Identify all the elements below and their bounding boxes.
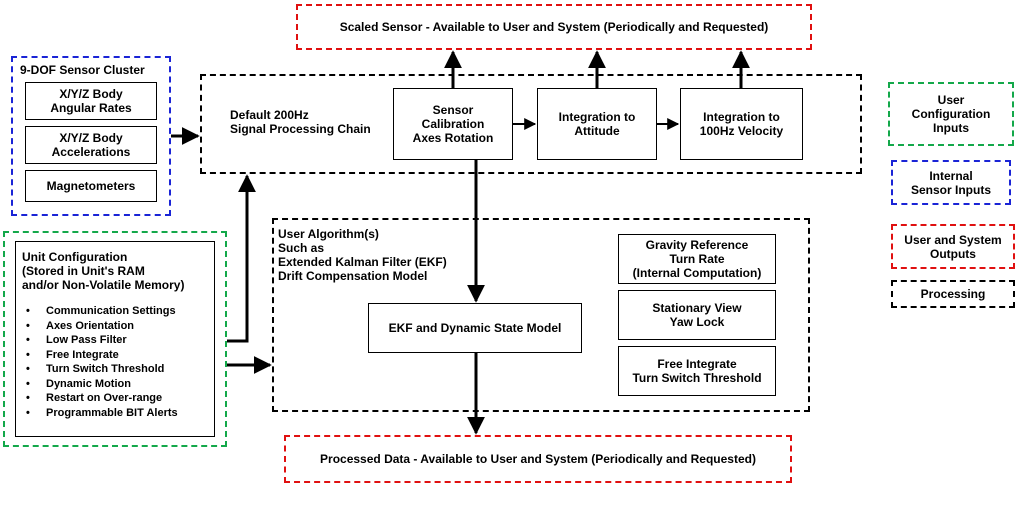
integration-velocity-block: Integration to 100Hz Velocity: [680, 88, 803, 160]
list-item: Axes Orientation: [22, 319, 210, 334]
unit-configuration-group: [3, 231, 227, 447]
ekf-state-model-block: EKF and Dynamic State Model: [368, 303, 582, 353]
list-item: Communication Settings: [22, 304, 210, 319]
processing-chain-label: Default 200Hz Signal Processing Chain: [230, 108, 371, 136]
signal-processing-chain: [200, 74, 862, 174]
processed-data-output: Processed Data - Available to User and S…: [284, 435, 792, 483]
list-item: Turn Switch Threshold: [22, 362, 210, 377]
angular-rates-block: X/Y/Z Body Angular Rates: [25, 82, 157, 120]
unit-configuration-title: Unit Configuration (Stored in Unit's RAM…: [22, 250, 185, 292]
list-item: Dynamic Motion: [22, 377, 210, 392]
accelerations-block: X/Y/Z Body Accelerations: [25, 126, 157, 164]
gravity-reference-block: Gravity Reference Turn Rate (Internal Co…: [618, 234, 776, 284]
integration-attitude-block: Integration to Attitude: [537, 88, 657, 160]
user-algorithm-label: User Algorithm(s) Such as Extended Kalma…: [278, 227, 447, 283]
scaled-sensor-label: Scaled Sensor - Available to User and Sy…: [339, 20, 769, 34]
sensor-cluster-group: [11, 56, 171, 216]
stationary-view-block: Stationary View Yaw Lock: [618, 290, 776, 340]
list-item: Free Integrate: [22, 348, 210, 363]
legend-internal-sensor: Internal Sensor Inputs: [891, 160, 1011, 205]
legend-user-configuration: User Configuration Inputs: [888, 82, 1014, 146]
unit-configuration-panel: Unit Configuration (Stored in Unit's RAM…: [15, 241, 215, 437]
sensor-calibration-block: Sensor Calibration Axes Rotation: [393, 88, 513, 160]
arrow-config-to-chain: [227, 174, 256, 343]
list-item: Programmable BIT Alerts: [22, 406, 210, 421]
legend-processing: Processing: [891, 280, 1015, 308]
free-integrate-block: Free Integrate Turn Switch Threshold: [618, 346, 776, 396]
magnetometers-block: Magnetometers: [25, 170, 157, 202]
legend-user-system-outputs: User and System Outputs: [891, 224, 1015, 269]
unit-configuration-list: Communication Settings Axes Orientation …: [22, 304, 210, 420]
list-item: Restart on Over-range: [22, 391, 210, 406]
user-algorithm-group: [272, 218, 810, 412]
scaled-sensor-output: Scaled Sensor - Available to User and Sy…: [296, 4, 812, 50]
sensor-cluster-title: 9-DOF Sensor Cluster: [20, 63, 145, 77]
processed-data-label: Processed Data - Available to User and S…: [320, 452, 756, 466]
list-item: Low Pass Filter: [22, 333, 210, 348]
